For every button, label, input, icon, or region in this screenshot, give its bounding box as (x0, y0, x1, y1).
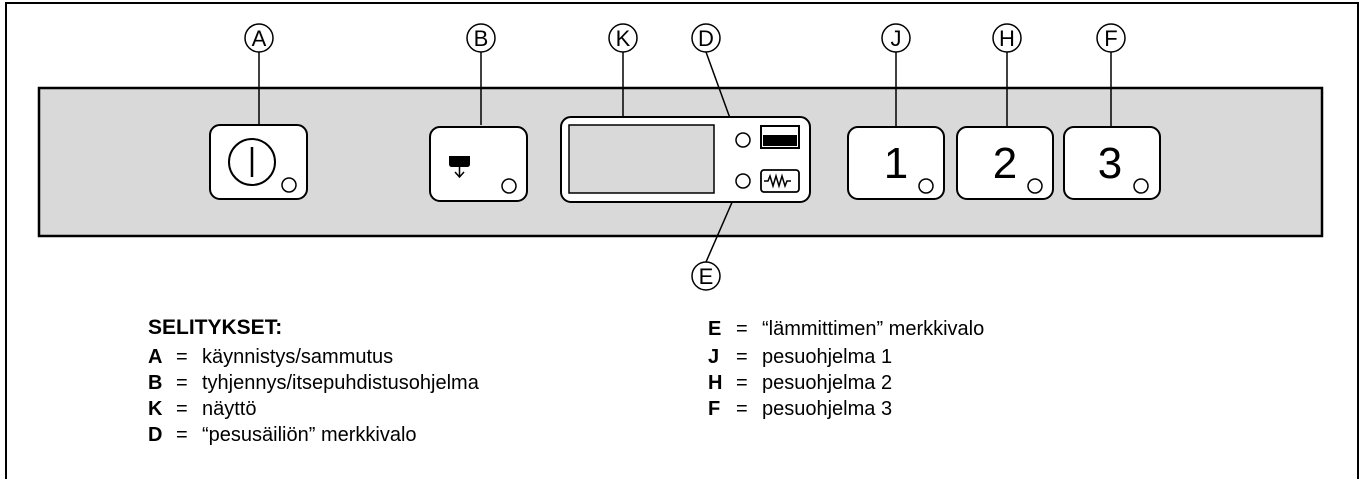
legend-key: F (708, 398, 721, 420)
legend-key: K (148, 398, 163, 420)
legend-separator: = (736, 398, 748, 420)
legend-item: E = “lämmittimen” merkkivalo (708, 318, 984, 341)
callout-b (466, 23, 496, 53)
program-1-button[interactable]: 1 (847, 126, 945, 200)
legend-item: D = “pesusäiliön” merkkivalo (148, 424, 417, 447)
heater-indicator-led (735, 173, 751, 189)
legend-text: pesuohjelma 2 (762, 372, 893, 394)
legend-text: pesuohjelma 3 (762, 398, 893, 420)
callout-d (691, 23, 721, 53)
power-indicator-led (281, 177, 297, 193)
legend-separator: = (736, 346, 748, 368)
callout-f-label: F (1104, 26, 1117, 51)
legend-separator: = (176, 398, 188, 420)
callout-k (608, 23, 638, 53)
legend-text: tyhjennys/itsepuhdistusohjelma (202, 372, 479, 394)
tank-indicator-led (735, 132, 751, 148)
display-unit (560, 116, 811, 203)
legend-text: pesuohjelma 1 (762, 346, 893, 368)
legend-separator: = (736, 318, 748, 340)
program-1-led (918, 178, 934, 194)
legend-item: B = tyhjennys/itsepuhdistusohjelma (148, 372, 479, 395)
diagram-frame (5, 2, 1359, 479)
callout-e (691, 261, 721, 291)
legend-item: F = pesuohjelma 3 (708, 398, 892, 421)
legend-separator: = (176, 346, 188, 368)
callout-j (881, 23, 911, 53)
program-2-button[interactable]: 2 (956, 126, 1054, 200)
tank-icon (760, 125, 800, 149)
legend-separator: = (176, 372, 188, 394)
legend-key: B (148, 372, 163, 394)
legend-title: SELITYKSET: (148, 316, 283, 339)
legend-text: näyttö (202, 398, 257, 420)
legend-separator: = (736, 372, 748, 394)
program-3-led (1133, 178, 1149, 194)
program-1-label: 1 (884, 139, 908, 188)
legend-item: K = näyttö (148, 398, 256, 421)
legend-key: D (148, 424, 163, 446)
legend-key: E (708, 318, 722, 340)
legend-key: A (148, 346, 163, 368)
legend-text: “lämmittimen” merkkivalo (762, 318, 985, 340)
callout-f (1096, 23, 1126, 53)
power-button[interactable] (209, 124, 308, 200)
legend-separator: = (176, 424, 188, 446)
drain-icon (449, 156, 470, 179)
program-3-button[interactable]: 3 (1063, 126, 1161, 200)
legend-item: A = käynnistys/sammutus (148, 346, 393, 369)
callout-j-label: J (891, 26, 902, 51)
callout-h (992, 23, 1022, 53)
drain-indicator-led (501, 178, 517, 194)
program-2-led (1027, 178, 1043, 194)
program-3-label: 3 (1098, 139, 1122, 188)
callout-k-label: K (616, 26, 631, 51)
program-2-label: 2 (993, 139, 1017, 188)
callout-d-label: D (698, 26, 714, 51)
heater-icon (760, 169, 800, 193)
legend-item: H = pesuohjelma 2 (708, 372, 892, 395)
callout-a-label: A (252, 26, 267, 51)
legend-item: J = pesuohjelma 1 (708, 346, 892, 369)
display-screen (568, 124, 715, 194)
legend-text: käynnistys/sammutus (202, 346, 394, 368)
legend-key: J (708, 346, 720, 368)
power-icon (228, 138, 276, 186)
legend-key: H (708, 372, 723, 394)
callout-a (244, 23, 274, 53)
callout-h-label: H (999, 26, 1015, 51)
callout-e-label: E (699, 264, 714, 289)
legend-text: “pesusäiliön” merkkivalo (202, 424, 417, 446)
callout-b-label: B (474, 26, 489, 51)
drain-button[interactable] (429, 126, 528, 202)
